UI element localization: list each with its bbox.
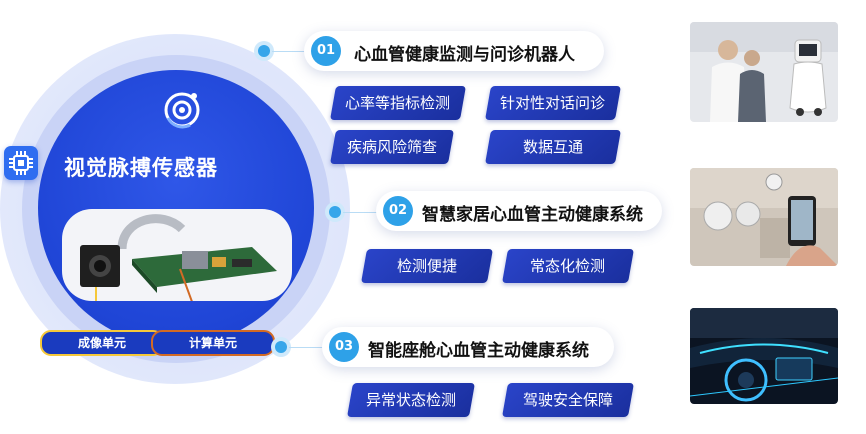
section-3-line [289, 347, 325, 348]
section-1-dot [258, 45, 270, 57]
section-2-header [376, 191, 662, 231]
section-2-dot [329, 206, 341, 218]
tag-heart-rate: 心率等指标检测 [330, 86, 466, 120]
section-1-title: 心血管健康监测与问诊机器人 [354, 45, 575, 65]
chip-icon [4, 146, 38, 180]
sensor-board-image [62, 209, 292, 330]
section-2-line [343, 212, 381, 213]
tag-routine-detection: 常态化检测 [502, 249, 634, 283]
section-3-number: 03 [329, 332, 359, 362]
tag-driving-safety: 驾驶安全保障 [502, 383, 634, 417]
section-3-dot [275, 341, 287, 353]
tag-risk-screening: 疾病风险筛查 [330, 130, 454, 164]
tag-abnormal-detection: 异常状态检测 [347, 383, 475, 417]
section-1-header [304, 31, 604, 71]
imaging-unit-label: 成像单元 [40, 330, 164, 356]
tag-data-sharing: 数据互通 [485, 130, 621, 164]
tag-convenient-detection: 检测便捷 [361, 249, 493, 283]
smart-cockpit-photo [690, 308, 838, 404]
section-3-title: 智能座舱心血管主动健康系统 [368, 341, 589, 361]
smart-home-photo [690, 168, 838, 266]
section-1-line [272, 51, 310, 52]
section-2-number: 02 [383, 196, 413, 226]
robot-doctor-photo [690, 22, 838, 122]
computing-unit-label: 计算单元 [151, 330, 275, 356]
sensor-title: 视觉脉搏传感器 [64, 156, 218, 180]
logo-icon [160, 88, 204, 132]
section-2-title: 智慧家居心血管主动健康系统 [422, 205, 643, 225]
tag-dialogue: 针对性对话问诊 [485, 86, 621, 120]
section-1-number: 01 [311, 36, 341, 66]
section-3-header [322, 327, 614, 367]
